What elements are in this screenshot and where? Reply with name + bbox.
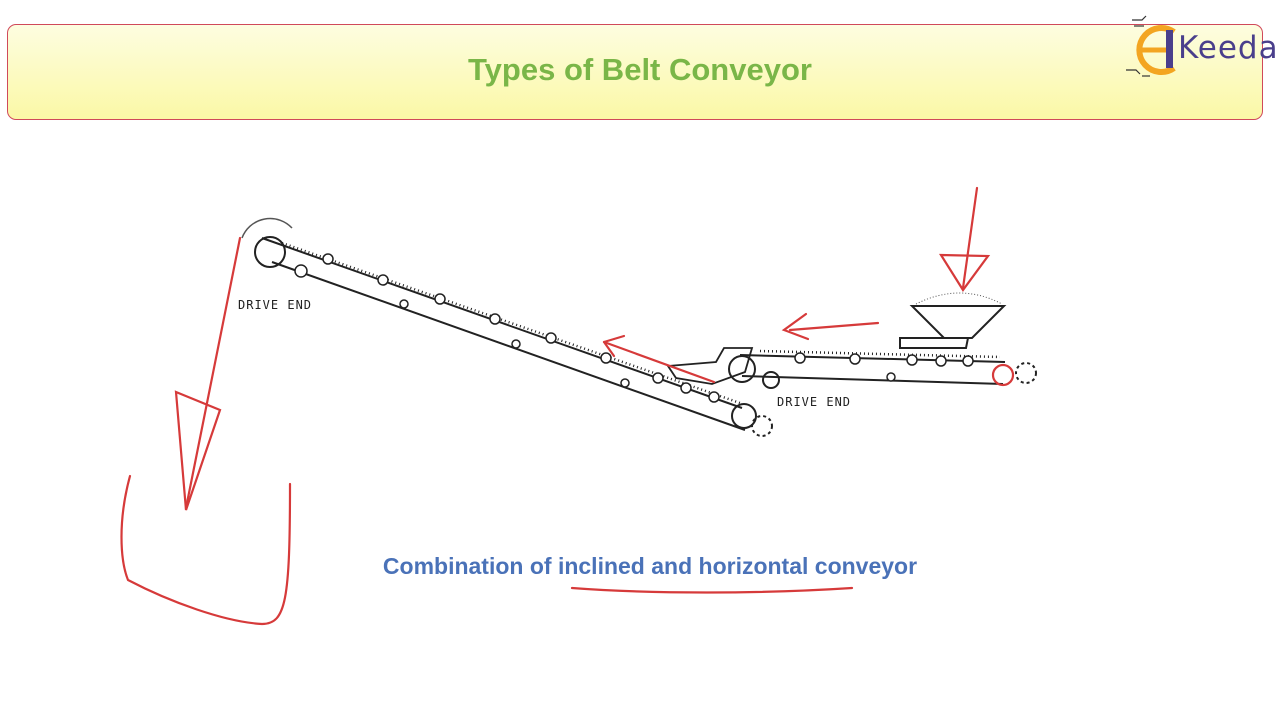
feed-arrow — [961, 186, 979, 290]
incline-idlers — [294, 253, 720, 403]
label-drive-end-left: DRIVE END — [238, 298, 313, 312]
logo-e-arc — [1136, 25, 1176, 75]
horizontal-idlers — [794, 352, 974, 382]
collection-bin — [120, 474, 292, 626]
label-drive-end-right: DRIVE END — [777, 395, 852, 409]
slide-title: Types of Belt Conveyor — [468, 52, 812, 87]
logo-text: Keeda — [1178, 30, 1279, 66]
title-banner — [7, 24, 1263, 120]
horizontal-conveyor — [666, 292, 1037, 389]
tail-pulley-incline — [731, 403, 757, 429]
inclined-conveyor — [241, 217, 773, 437]
logo-circuit-icon — [1126, 15, 1150, 77]
flow-arrow-incline — [602, 340, 716, 384]
transfer-chute — [666, 347, 754, 385]
hopper — [909, 305, 1007, 339]
flow-arrow-horizontal — [788, 321, 880, 332]
red-annotations — [120, 186, 1015, 626]
ekeeda-logo — [1126, 15, 1176, 77]
drive-pulley-right — [728, 355, 756, 383]
drive-pulley-left — [254, 236, 286, 268]
diagram-caption: Combination of inclined and horizontal c… — [382, 553, 918, 579]
caption-underline — [570, 586, 854, 594]
discharge-arrow — [184, 236, 242, 510]
